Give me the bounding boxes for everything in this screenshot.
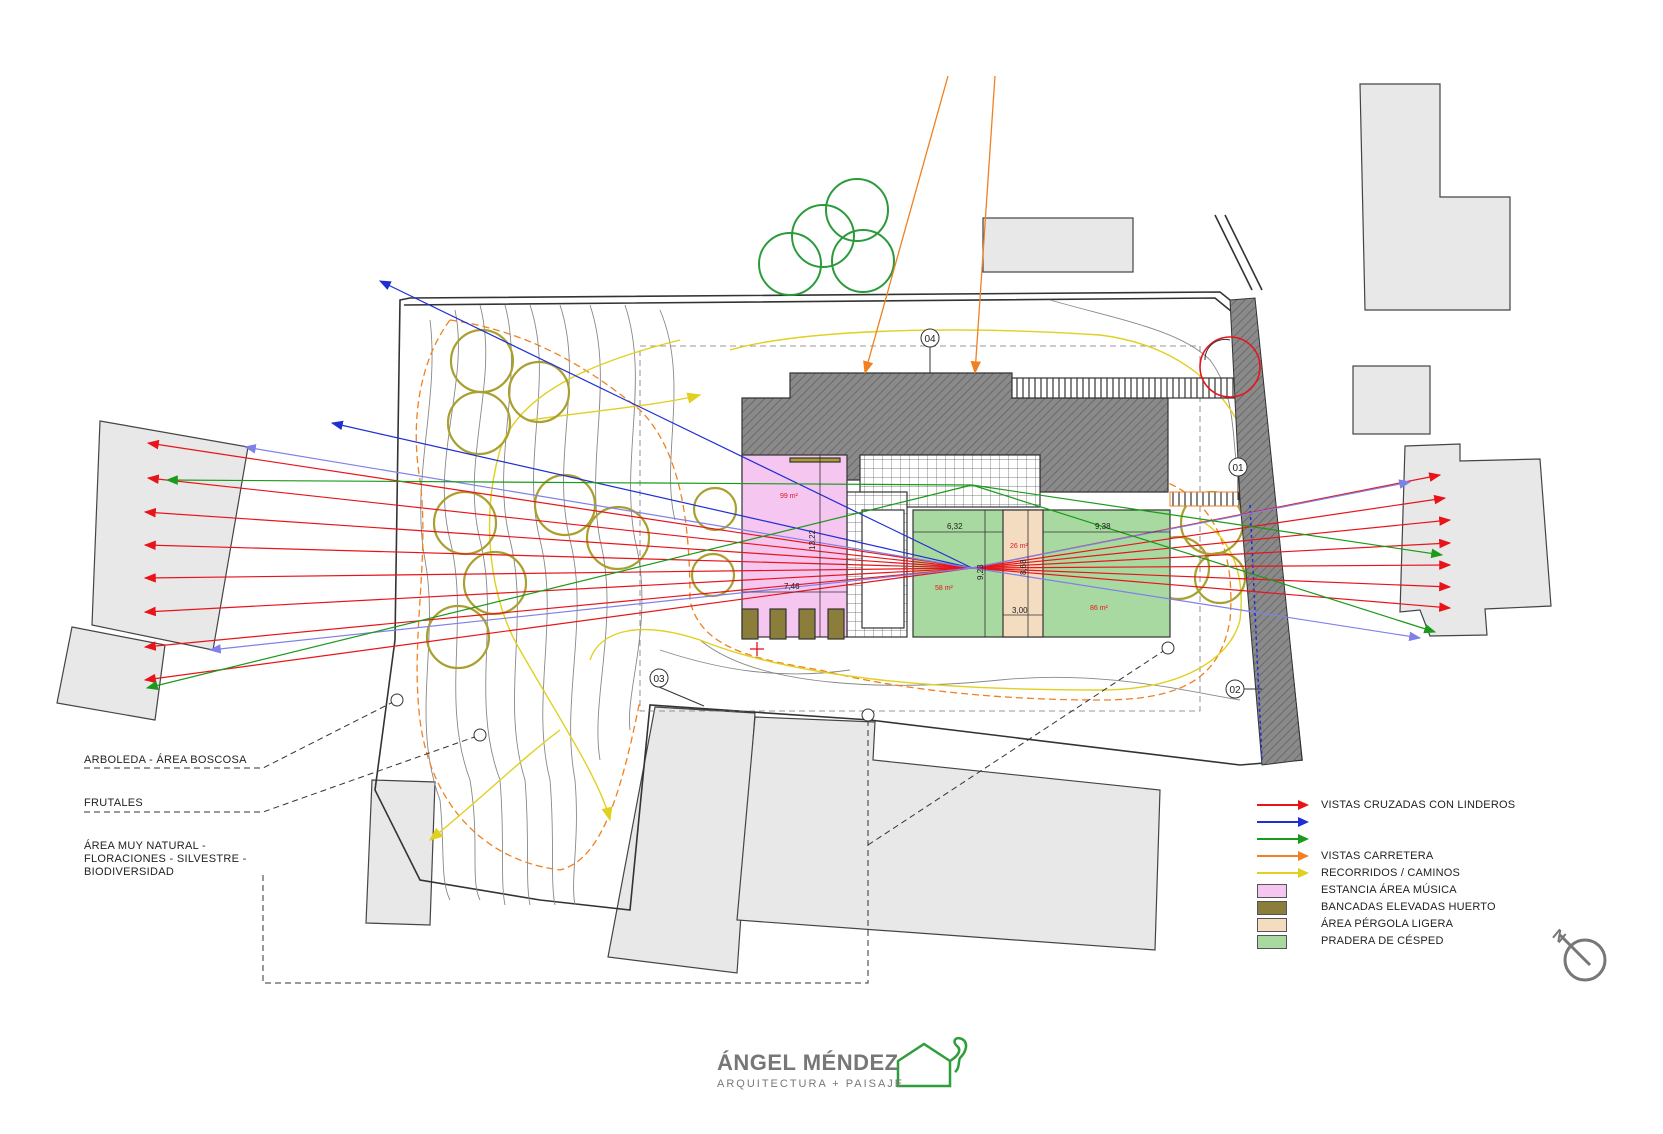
legend-item-blue-arrow bbox=[1255, 813, 1555, 830]
marker-03-label: 03 bbox=[653, 674, 665, 685]
legend-label: VISTAS CRUZADAS CON LINDEROS bbox=[1321, 798, 1516, 811]
legend-item-lawn: PRADERA DE CÉSPED bbox=[1255, 932, 1555, 949]
markers bbox=[649, 328, 1262, 707]
north-arrow bbox=[1558, 933, 1607, 982]
legend-label: ÁREA PÉRGOLA LIGERA bbox=[1321, 917, 1454, 930]
legend-label: RECORRIDOS / CAMINOS bbox=[1321, 866, 1461, 879]
annotation-frutales: FRUTALES bbox=[84, 797, 144, 809]
marker-02-label: 02 bbox=[1229, 685, 1241, 696]
logo-name: ÁNGEL MÉNDEZ bbox=[717, 1050, 899, 1075]
logo-subtitle: ARQUITECTURA + PAISAJE bbox=[717, 1078, 905, 1090]
legend-label: PRADERA DE CÉSPED bbox=[1321, 934, 1444, 947]
dim-8-68: 8,68 bbox=[1019, 559, 1028, 575]
marker-01-label: 01 bbox=[1232, 463, 1244, 474]
legend-item-music: ESTANCIA ÁREA MÚSICA bbox=[1255, 881, 1555, 898]
view-arrows-green bbox=[145, 475, 1444, 691]
neighbour-buildings bbox=[56, 83, 1552, 974]
legend-item-red-arrow: VISTAS CRUZADAS CON LINDEROS bbox=[1255, 796, 1555, 813]
dim-3-00: 3,00 bbox=[1012, 606, 1028, 615]
logo-house-icon bbox=[896, 1037, 968, 1088]
legend-item-garden-beds: BANCADAS ELEVADAS HUERTO bbox=[1255, 898, 1555, 915]
orange-dashed-path bbox=[415, 319, 1232, 871]
legend-label: BANCADAS ELEVADAS HUERTO bbox=[1321, 900, 1496, 913]
dim-13-22: 13,22 bbox=[808, 529, 817, 550]
area-pergola-label: 26 m² bbox=[1010, 543, 1029, 550]
logo: ÁNGEL MÉNDEZ ARQUITECTURA + PAISAJE bbox=[717, 1050, 904, 1090]
area-lawn-a-label: 58 m² bbox=[935, 585, 954, 592]
legend-item-yellow-arrow: RECORRIDOS / CAMINOS bbox=[1255, 864, 1555, 881]
annotation-leaders bbox=[84, 647, 1169, 984]
legend-item-pergola: ÁREA PÉRGOLA LIGERA bbox=[1255, 915, 1555, 932]
view-arrows-lightblue bbox=[208, 444, 1422, 654]
annotation-area-natural: ÁREA MUY NATURAL - FLORACIONES - SILVEST… bbox=[84, 840, 247, 878]
legend-label: VISTAS CARRETERA bbox=[1321, 849, 1434, 862]
house bbox=[741, 372, 1263, 640]
area-music-label: 99 m² bbox=[780, 493, 799, 500]
view-arrows-orange bbox=[863, 75, 996, 375]
legend-item-orange-arrow: VISTAS CARRETERA bbox=[1255, 847, 1555, 864]
dim-6-32: 6,32 bbox=[947, 522, 963, 531]
view-arrows-blue bbox=[330, 280, 973, 569]
annotation-arboleda: ARBOLEDA - ÁREA BOSCOSA bbox=[84, 754, 247, 766]
legend-label: ESTANCIA ÁREA MÚSICA bbox=[1321, 883, 1457, 896]
legend: VISTAS CRUZADAS CON LINDEROS VISTAS CARR… bbox=[1255, 796, 1555, 949]
trees-grove bbox=[758, 178, 895, 296]
legend-item-green-arrow bbox=[1255, 830, 1555, 847]
dim-7-46: 7,46 bbox=[784, 582, 800, 591]
marker-04-label: 04 bbox=[924, 334, 936, 345]
dim-9-23: 9,23 bbox=[976, 564, 985, 580]
area-lawn-b-label: 86 m² bbox=[1090, 605, 1109, 612]
dim-9-38: 9,38 bbox=[1095, 522, 1111, 531]
